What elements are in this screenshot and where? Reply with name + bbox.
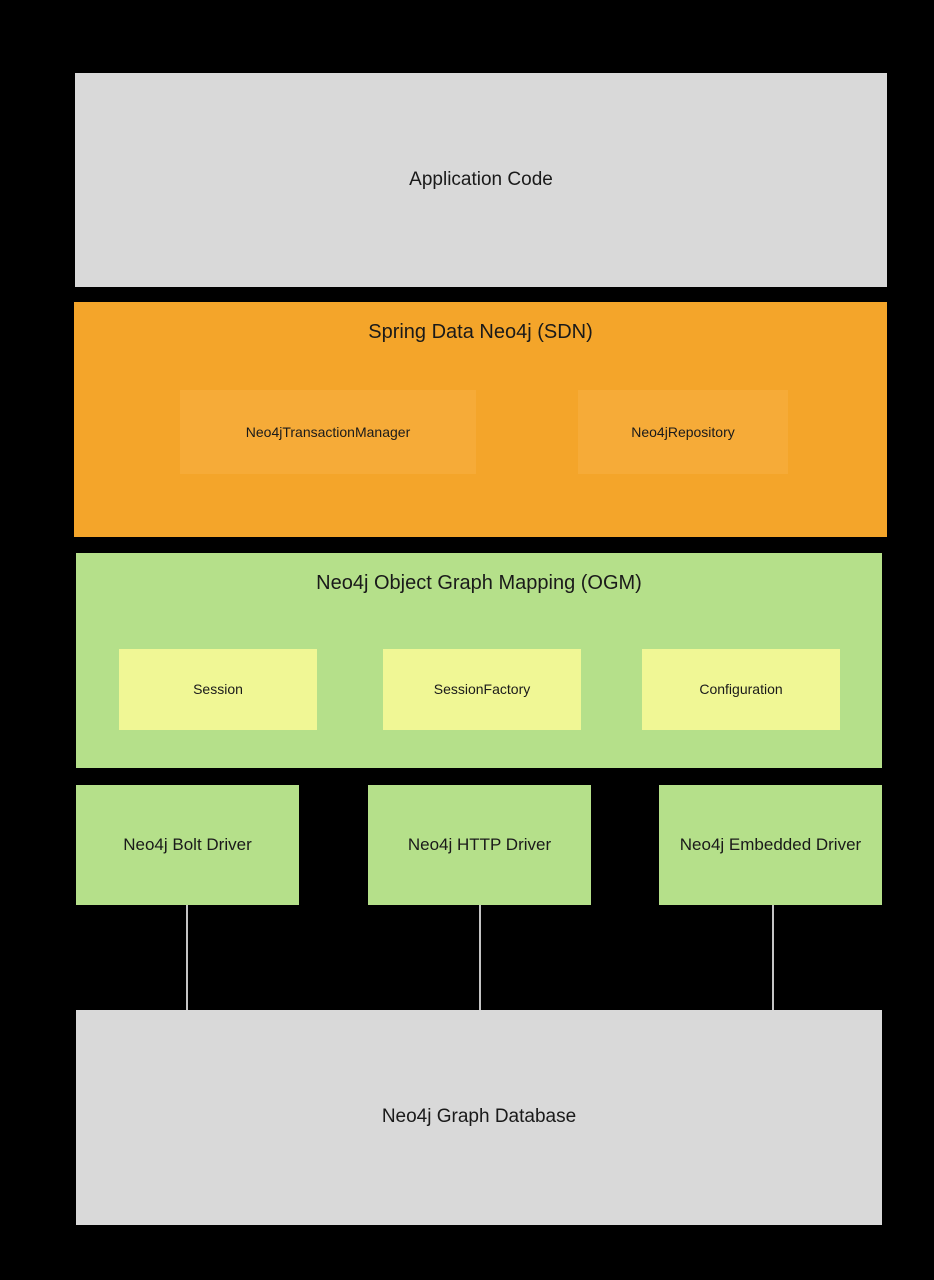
component-neo4j-transaction-manager-label: Neo4jTransactionManager xyxy=(245,423,411,440)
layer-application-code-label: Application Code xyxy=(409,168,553,190)
connector-embedded-to-database xyxy=(772,905,774,1011)
layer-application-code: Application Code xyxy=(75,73,887,287)
layer-spring-data-neo4j-title: Spring Data Neo4j (SDN) xyxy=(368,321,593,343)
connector-http-to-database xyxy=(479,905,481,1011)
layer-neo4j-ogm-title: Neo4j Object Graph Mapping (OGM) xyxy=(316,572,642,594)
component-session-label: Session xyxy=(193,681,243,698)
component-configuration-label: Configuration xyxy=(699,681,783,698)
driver-embedded-label: Neo4j Embedded Driver xyxy=(679,834,862,854)
driver-bolt-label: Neo4j Bolt Driver xyxy=(123,834,252,854)
component-neo4j-repository: Neo4jRepository xyxy=(578,390,788,474)
component-session-factory-label: SessionFactory xyxy=(433,681,531,698)
component-configuration: Configuration xyxy=(642,649,840,730)
driver-http-label: Neo4j HTTP Driver xyxy=(407,834,552,854)
connector-bolt-to-database xyxy=(186,905,188,1011)
component-neo4j-repository-label: Neo4jRepository xyxy=(631,423,735,440)
layer-neo4j-ogm: Neo4j Object Graph Mapping (OGM) Session… xyxy=(76,553,882,768)
driver-embedded: Neo4j Embedded Driver xyxy=(659,785,882,905)
component-session: Session xyxy=(119,649,317,730)
driver-bolt: Neo4j Bolt Driver xyxy=(76,785,299,905)
layer-neo4j-graph-database: Neo4j Graph Database xyxy=(76,1010,882,1225)
component-session-factory: SessionFactory xyxy=(383,649,581,730)
layer-spring-data-neo4j: Spring Data Neo4j (SDN) Neo4jTransaction… xyxy=(74,302,887,537)
component-neo4j-transaction-manager: Neo4jTransactionManager xyxy=(180,390,476,474)
layer-neo4j-graph-database-label: Neo4j Graph Database xyxy=(381,1106,577,1128)
driver-http: Neo4j HTTP Driver xyxy=(368,785,591,905)
